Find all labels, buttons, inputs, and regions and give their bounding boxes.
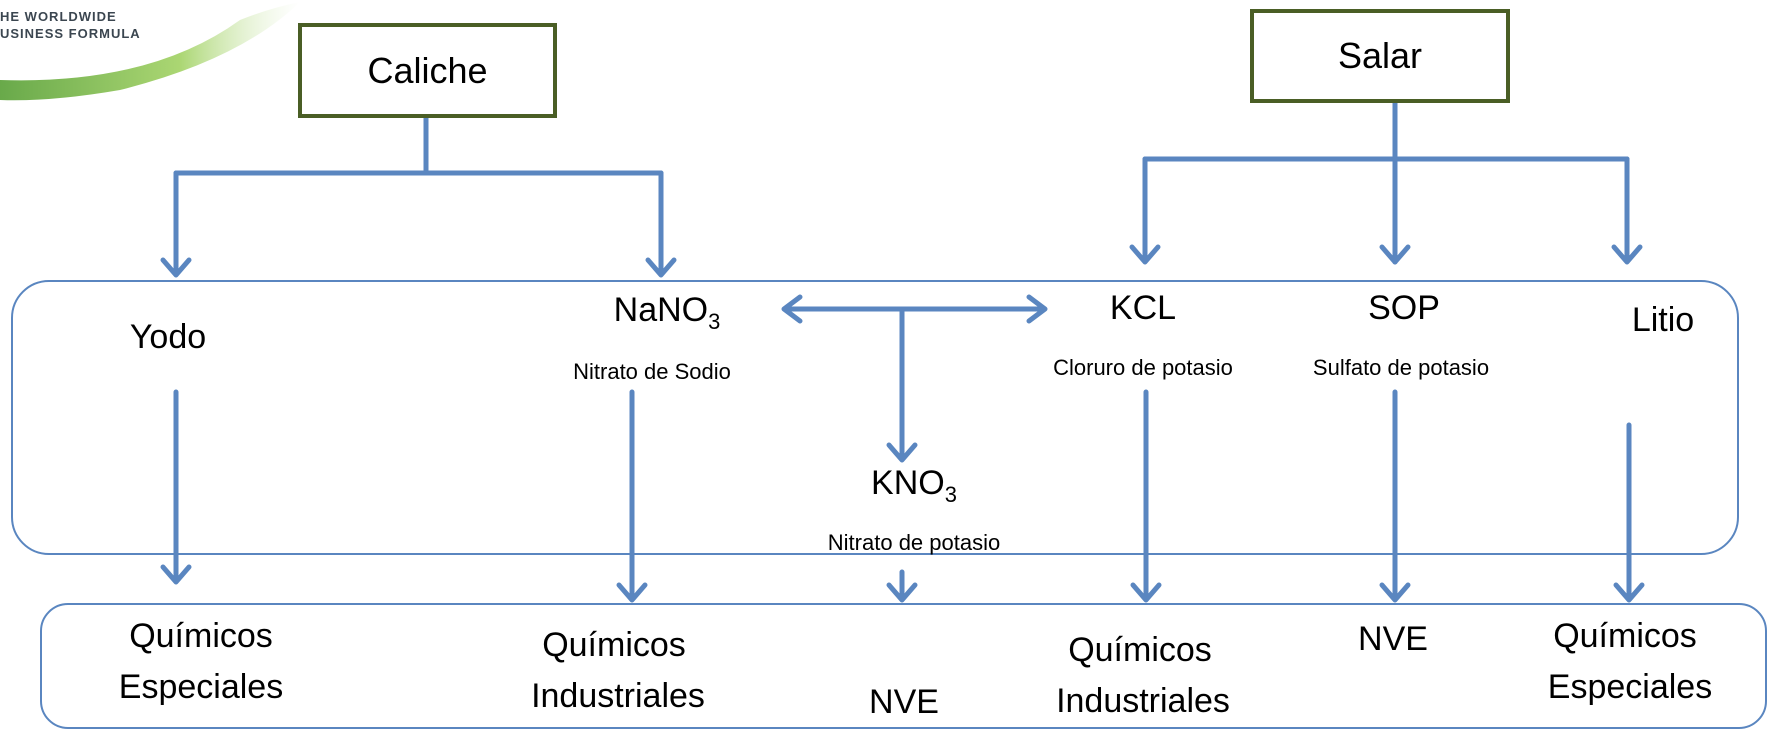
source-caliche-label: Caliche	[367, 49, 488, 91]
arrow-kno3-use	[886, 569, 918, 603]
use-litio-line-2: Especiales	[1547, 668, 1713, 706]
source-box-caliche: Caliche	[298, 23, 557, 118]
arrow-litio-use	[1613, 422, 1645, 603]
product-kno3-sub: 3	[944, 481, 957, 507]
logo-line-1: HE WORLDWIDE	[0, 9, 117, 24]
product-sop: SOP	[1368, 289, 1440, 327]
arrow-kcl-use	[1130, 389, 1162, 603]
source-box-salar: Salar	[1250, 9, 1510, 103]
use-nano3-line-1: Químicos	[542, 626, 686, 664]
arrow-caliche-yodo	[160, 170, 192, 278]
arrow-salar-kcl	[1129, 156, 1161, 265]
arrow-nano3-kcl	[781, 294, 1048, 324]
arrow-salar-sop	[1379, 241, 1411, 265]
product-nano3-desc: Nitrato de Sodio	[573, 359, 731, 384]
arrow-yodo-use	[160, 389, 192, 585]
arrow-caliche-nano3	[645, 170, 677, 278]
product-kno3: KNO3	[871, 466, 957, 506]
product-kno3-base: KNO	[871, 464, 945, 502]
use-kcl-line-2: Industriales	[1056, 682, 1230, 720]
product-kcl: KCL	[1109, 289, 1177, 327]
logo-line-2: USINESS FORMULA	[0, 26, 141, 41]
uses-container	[40, 603, 1767, 729]
logo-swoosh	[0, 2, 300, 101]
use-litio-line-1: Químicos	[1553, 617, 1697, 655]
use-kcl-line-1: Químicos	[1068, 631, 1212, 669]
product-sop-desc: Sulfato de potasio	[1312, 355, 1490, 380]
use-yodo-line-1: Químicos	[129, 617, 273, 655]
product-nano3-sub: 3	[708, 308, 721, 334]
arrow-to-kno3	[886, 306, 918, 463]
products-container	[11, 280, 1739, 555]
product-kno3-desc: Nitrato de potasio	[827, 530, 1001, 555]
use-nano3-line-2: Industriales	[531, 677, 705, 715]
product-litio: Litio	[1631, 301, 1695, 339]
use-yodo-line-2: Especiales	[118, 668, 284, 706]
arrow-sop-use	[1379, 389, 1411, 603]
product-nano3: NaNO3	[614, 293, 721, 333]
product-yodo: Yodo	[129, 318, 207, 356]
arrow-salar-litio	[1611, 156, 1643, 265]
product-nano3-base: NaNO	[613, 291, 709, 329]
product-kcl-desc: Cloruro de potasio	[1053, 355, 1233, 380]
arrow-nano3-use	[616, 389, 648, 603]
use-sop: NVE	[1358, 620, 1428, 658]
source-salar-label: Salar	[1337, 35, 1423, 76]
use-kno3: NVE	[869, 683, 939, 721]
